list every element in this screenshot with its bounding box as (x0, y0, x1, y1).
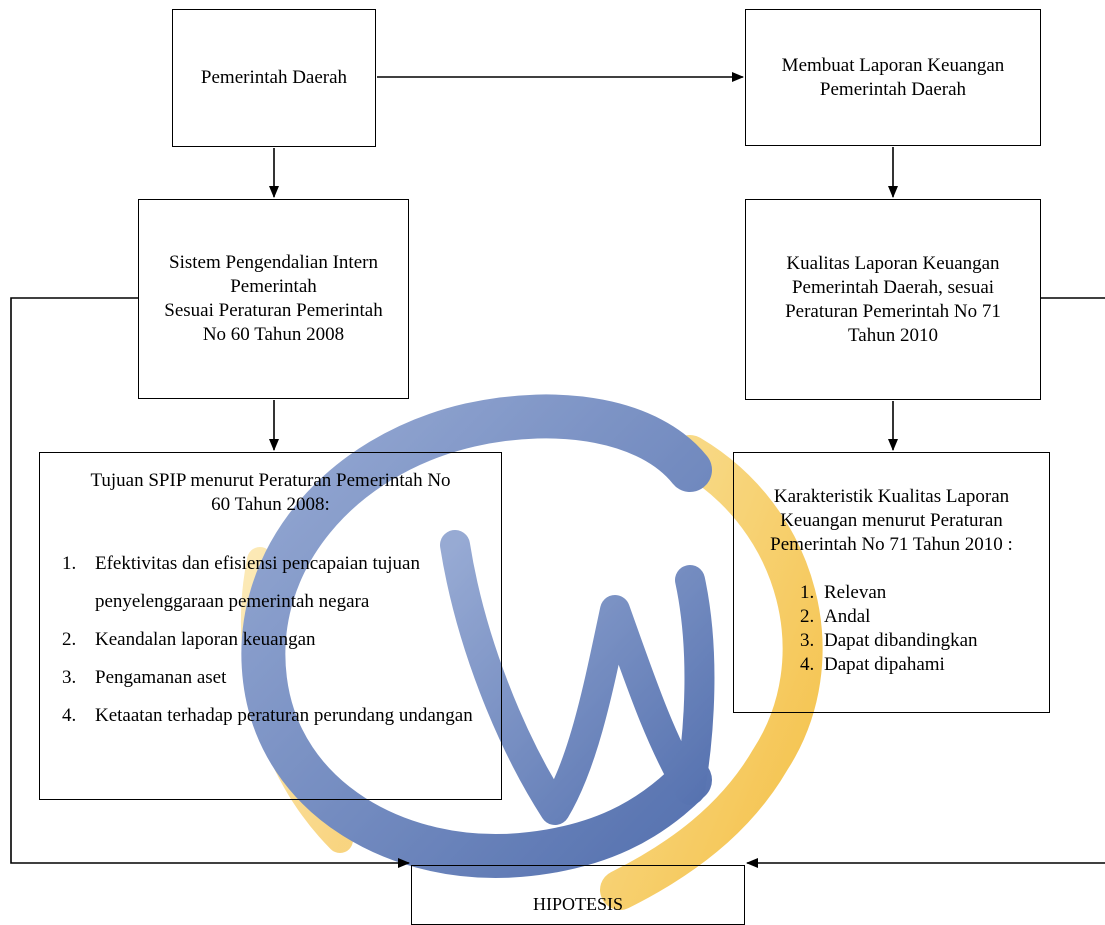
node-karakteristik: Karakteristik Kualitas Laporan Keuangan … (733, 452, 1050, 713)
list-item-number: 1. (800, 582, 815, 603)
node-spip: Sistem Pengendalian Intern Pemerintah Se… (138, 199, 409, 399)
list-item-text: Relevan (824, 582, 887, 603)
list-item: 2. Keandalan laporan keuangan (40, 621, 501, 659)
node-hipotesis-label: HIPOTESIS (532, 894, 623, 914)
list-item-number: 2. (62, 629, 77, 650)
node-kualitas-laporan: Kualitas Laporan Keuangan Pemerintah Dae… (745, 199, 1041, 400)
list-item-number: 1. (62, 553, 77, 574)
list-item-text: Efektivitas dan efisiensi pencapaian tuj… (95, 553, 420, 612)
list-item: 4. Ketaatan terhadap peraturan perundang … (40, 697, 501, 735)
list-item-text: Dapat dibandingkan (824, 630, 978, 651)
list-item-number: 3. (800, 630, 815, 651)
watermark-blue-w (440, 530, 715, 825)
list-item-number: 3. (62, 667, 77, 688)
node-membuat-laporan: Membuat Laporan Keuangan Pemerintah Daer… (745, 9, 1041, 146)
watermark-blue-ring (241, 394, 712, 878)
list-item: 4. Dapat dipahami (734, 653, 1049, 677)
list-item-text: Pengamanan aset (95, 667, 227, 688)
karakteristik-list: 1. Relevan 2. Andal 3. Dapat dibandingkan 4… (734, 581, 1049, 677)
list-item-text: Ketaatan terhadap peraturan perundang un… (95, 705, 473, 726)
node-pemerintah-daerah: Pemerintah Daerah (172, 9, 376, 147)
node-membuat-laporan-label: Membuat Laporan Keuangan Pemerintah Daer… (781, 54, 1005, 100)
node-hipotesis: HIPOTESIS (411, 865, 745, 925)
list-item-number: 2. (800, 606, 815, 627)
list-item: 3. Pengamanan aset (40, 659, 501, 697)
watermark-gold-arc (600, 435, 823, 910)
list-item: 1. Relevan (734, 581, 1049, 605)
list-item: 2. Andal (734, 605, 1049, 629)
list-item: 1. Efektivitas dan efisiensi pencapaian t… (40, 545, 501, 621)
list-item-text: Keandalan laporan keuangan (95, 629, 316, 650)
node-spip-label: Sistem Pengendalian Intern Pemerintah Se… (164, 252, 383, 345)
node-tujuan-spip: Tujuan SPIP menurut Peraturan Pemerintah… (39, 452, 502, 800)
node-karakteristik-title: Karakteristik Kualitas Laporan Keuangan … (770, 486, 1013, 555)
list-item-text: Andal (824, 606, 871, 627)
list-item-text: Dapat dipahami (824, 654, 945, 675)
list-item: 3. Dapat dibandingkan (734, 629, 1049, 653)
node-tujuan-spip-title: Tujuan SPIP menurut Peraturan Pemerintah… (90, 470, 451, 515)
list-item-number: 4. (62, 705, 77, 726)
arrow-spip-to-hipotesis (10, 297, 410, 868)
tujuan-list: 1. Efektivitas dan efisiensi pencapaian t… (40, 545, 501, 735)
node-pemerintah-daerah-label: Pemerintah Daerah (200, 67, 348, 88)
node-kualitas-laporan-label: Kualitas Laporan Keuangan Pemerintah Dae… (785, 252, 1001, 346)
list-item-number: 4. (800, 654, 815, 675)
